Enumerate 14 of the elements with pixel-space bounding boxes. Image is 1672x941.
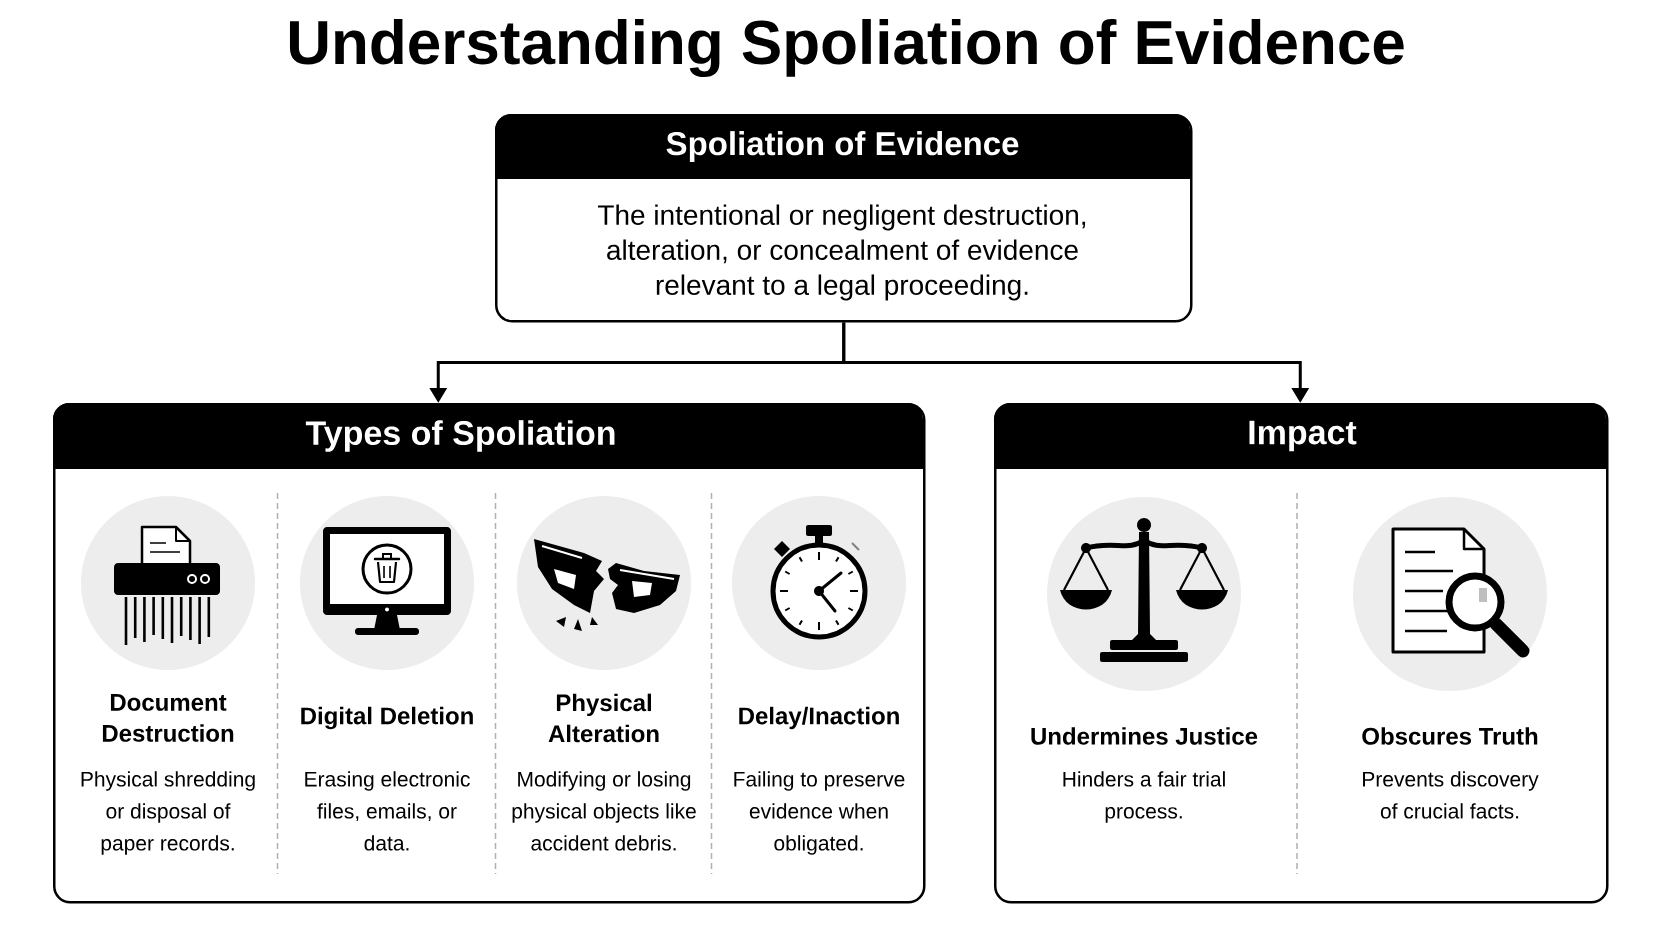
item-heading: Document Destruction — [102, 694, 234, 742]
title: Understanding Spoliation of Evidence — [289, 18, 1404, 78]
item-heading: Delay/Inaction — [739, 706, 899, 730]
item-description: Modifying or losing physical objects like accident debris. — [512, 771, 696, 851]
item-heading: Physical Alteration — [548, 693, 659, 743]
item-heading: Obscures Truth — [1362, 727, 1538, 745]
item-description: Physical shredding or disposal of paper records. — [81, 771, 255, 855]
item-description: Erasing electronic files, emails, or data. — [305, 771, 470, 851]
item-description: Hinders a fair trial process. — [1063, 771, 1225, 823]
item-description: Failing to preserve evidence when obligated. — [734, 771, 905, 855]
item-heading: Digital Deletion — [301, 706, 473, 730]
item-heading: Undermines Justice — [1031, 727, 1258, 745]
definition-box: Spoliation of Evidence The intentional or negligent destruction, alteration, or concealment of evidence relevant to a legal proceeding. — [495, 114, 1193, 323]
item-description: Prevents discovery of crucial facts. — [1363, 771, 1539, 819]
